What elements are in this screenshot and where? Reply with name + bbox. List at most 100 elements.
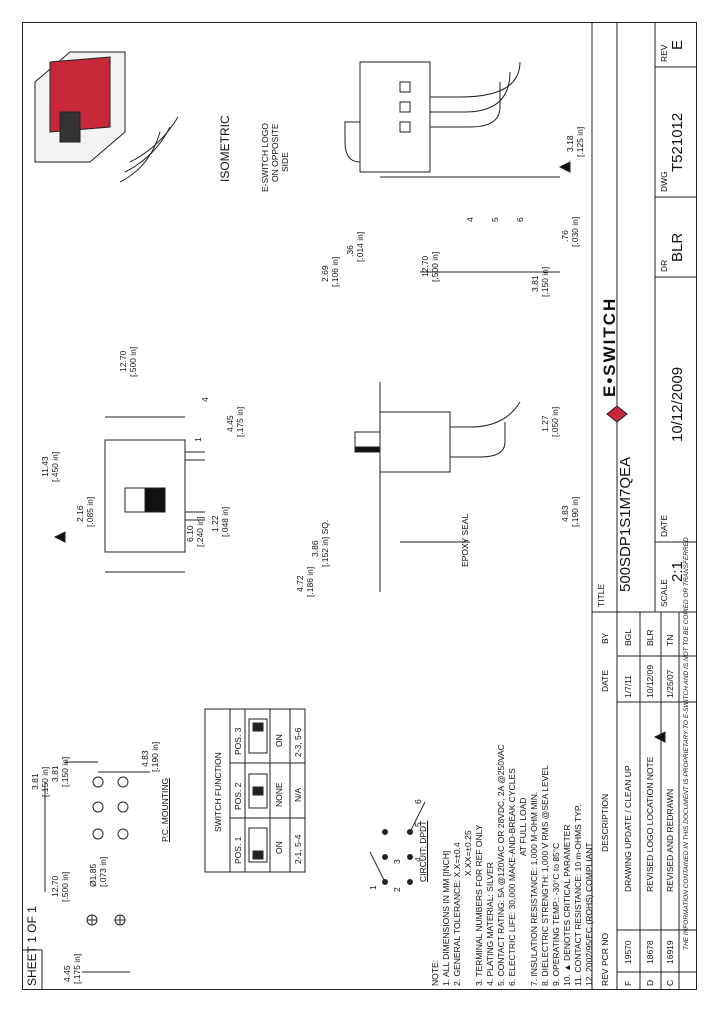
logo-note-line: SIDE — [280, 152, 290, 172]
pin-number: 6 — [413, 799, 423, 804]
note-line: X.XX=±0.25 — [463, 830, 473, 876]
proprietary-note: THE INFORMATION CONTAINED IN THIS DOCUME… — [683, 537, 690, 950]
pin-number: 4 — [413, 857, 423, 862]
note-line: 6. ELECTRIC LIFE: 30,000 MAKE-AND-BREAK … — [507, 768, 517, 986]
pin-number: 5 — [413, 822, 423, 827]
dimension: [.500 in] — [430, 251, 440, 282]
note-line: 2. GENERAL TOLERANCE: X.X=±0.4 — [452, 842, 462, 986]
dimension: [.030 in] — [570, 216, 580, 247]
dimension: [.500 in] — [60, 871, 70, 902]
dimension: [.125 in] — [575, 126, 585, 157]
switch-function-cell: 2-3, 5-6 — [293, 727, 303, 757]
date-label: DATE — [659, 514, 669, 537]
company-logo: E•SWITCH — [600, 296, 619, 397]
scale-value: 2:1 — [669, 561, 686, 582]
note-line: 5. CONTACT RATING: 5A @120VAC OR 28VDC, … — [496, 744, 506, 986]
dwg-value: T521012 — [669, 112, 686, 172]
pin-number: 1 — [368, 885, 378, 890]
note-line: 3. TERMINAL NUMBERS FOR REF ONLY — [474, 824, 484, 986]
dimension: [.014 in] — [355, 231, 365, 262]
switch-function-cell: N/A — [293, 787, 303, 802]
switch-function-cell: 2-1, 5-4 — [293, 834, 303, 864]
rev-cell: C — [665, 979, 675, 986]
rev-cell: 10/12/09 — [645, 664, 655, 698]
dimension: [.073 in] — [98, 856, 108, 887]
dimension: [.190 in] — [150, 741, 160, 772]
switch-function-header: POS. 2 — [233, 782, 243, 810]
switch-function-header: POS. 3 — [233, 727, 243, 755]
rev-cell: 16919 — [665, 940, 675, 964]
note-line: NOTE: — [430, 960, 440, 986]
switch-function-header: POS. 1 — [233, 836, 243, 864]
rev-cell: REVISED LOGO LOCATION NOTE — [645, 756, 655, 892]
note-line: 4. PLATING MATERIAL: SILVER — [485, 862, 495, 986]
note-line: 11. CONTACT RESISTANCE: 10 m-OHMS TYP. — [573, 804, 583, 986]
rev-cell: D — [645, 979, 655, 986]
note-line: 12. 2002/95/EC (ROHS) COMPLIANT — [584, 842, 594, 986]
rev-cell: 19570 — [623, 940, 633, 964]
note-line: 10. ▲ DENOTES CRITICAL PARAMETER — [562, 824, 572, 986]
title-label: TITLE — [596, 583, 606, 607]
dr-value: BLR — [669, 232, 686, 262]
rev-header-date: DATE — [600, 669, 610, 692]
note-line: 1. ALL DIMENSIONS IN MM [INCH] — [441, 850, 451, 986]
note-line: 7. INSULATION RESISTANCE: 1,000 M-OHM MI… — [529, 791, 539, 986]
sheet-label: SHEET 1 OF 1 — [25, 906, 39, 986]
isometric-label: ISOMETRIC — [218, 115, 232, 182]
rev-header-description: DESCRIPTION — [600, 793, 610, 852]
note-line: 9. OPERATING TEMP.: -30°C to 85°C — [551, 842, 561, 986]
dimension: [.085 in] — [85, 496, 95, 527]
circuit-label: CIRCUIT: DPDT — [418, 820, 428, 882]
dimension: [.450 in] — [50, 451, 60, 482]
notes-block: NOTE: 1. ALL DIMENSIONS IN MM [INCH] 2. … — [430, 646, 595, 986]
dimension: [.175 in] — [72, 953, 82, 984]
rev-cell: REVISED AND REDRAWN — [665, 788, 675, 892]
dimension: [.150 in] — [60, 756, 70, 787]
dimension: [.106 in] — [330, 256, 340, 287]
dimension: [.175 in] — [235, 406, 245, 437]
pin-number: 1 — [193, 437, 203, 442]
drawing-border — [22, 22, 697, 990]
note-line: 8. DIELECTRIC STRENGTH: 1,000 V RMS @SEA… — [540, 765, 550, 986]
dimension: [.240 in] — [195, 516, 205, 547]
rev-cell: TN — [665, 634, 675, 646]
dimension: [.048 in] — [220, 506, 230, 537]
rev-cell: 18678 — [645, 940, 655, 964]
rev-header-by: BY — [600, 632, 610, 644]
rev-cell: DRAWING UPDATE / CLEAN UP — [623, 765, 633, 892]
note-line: AT FULL LOAD — [518, 797, 528, 856]
pin-number: 3 — [392, 859, 402, 864]
pin-number: 5 — [490, 217, 500, 222]
dimension: [.050 in] — [550, 406, 560, 437]
rev-cell: BLR — [645, 629, 655, 646]
switch-function-cell: NONE — [274, 782, 284, 807]
switch-function-cell: ON — [274, 734, 284, 747]
switch-function-title: SWITCH FUNCTION — [213, 752, 223, 832]
rev-cell: 1/7/11 — [623, 674, 633, 698]
dimension: [.152 in] SQ. — [320, 519, 330, 567]
epoxy-seal-label: EPOXY SEAL — [460, 513, 470, 567]
pc-mounting-label: P.C. MOUNTING — [160, 777, 170, 842]
part-number: 500SDP1S1M7QEA — [617, 456, 634, 592]
rev-cell: F — [623, 980, 633, 986]
pin-number: 4 — [200, 397, 210, 402]
rev-cell: 1/25/07 — [665, 669, 675, 698]
rev-cell: BGL — [623, 628, 633, 646]
rev-header-pcr: PCR NO — [600, 932, 610, 966]
rev-header-rev: REV — [600, 968, 610, 986]
switch-function-cell: ON — [274, 841, 284, 854]
pin-number: 4 — [465, 217, 475, 222]
date-value: 10/12/2009 — [669, 366, 686, 442]
pin-number: 2 — [392, 887, 402, 892]
scale-label: SCALE — [659, 579, 669, 607]
dimension: [.186 in] — [305, 566, 315, 597]
dimension: [.150 in] — [40, 766, 50, 797]
dimension: [.500 in] — [128, 346, 138, 377]
rev-value: E — [669, 39, 686, 50]
dimension: [.190 in] — [570, 496, 580, 527]
dwg-label: DWG — [659, 171, 669, 192]
pin-number: 6 — [515, 217, 525, 222]
dimension: [.150 in] — [540, 266, 550, 297]
